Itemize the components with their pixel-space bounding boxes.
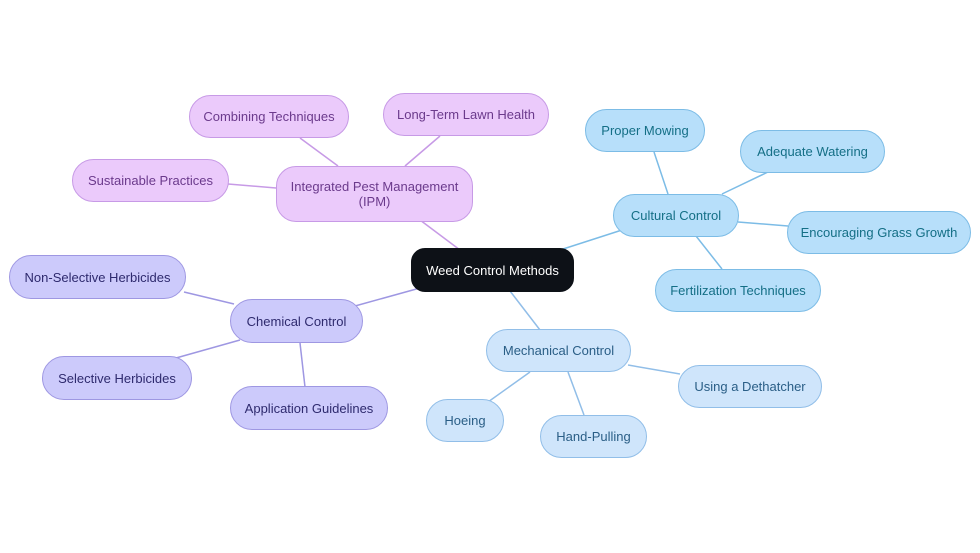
edge-chemical-selective <box>175 339 241 359</box>
leaf-sustainable-practices[interactable]: Sustainable Practices <box>72 159 229 202</box>
leaf-proper-mowing[interactable]: Proper Mowing <box>585 109 705 152</box>
edge-mechanical-handpulling <box>567 371 585 416</box>
leaf-using-a-dethatcher[interactable]: Using a Dethatcher <box>678 365 822 408</box>
edge-ipm-longterm <box>404 135 441 167</box>
root-node[interactable]: Weed Control Methods <box>411 248 574 292</box>
edge-chemical-application <box>299 342 306 388</box>
leaf-application-guidelines[interactable]: Application Guidelines <box>230 386 388 430</box>
edge-root-cultural <box>559 229 623 251</box>
leaf-hoeing[interactable]: Hoeing <box>426 399 504 442</box>
branch-mechanical-control[interactable]: Mechanical Control <box>486 329 631 372</box>
edge-mechanical-dethatcher <box>627 364 681 375</box>
branch-chemical-control[interactable]: Chemical Control <box>230 299 363 343</box>
leaf-adequate-watering[interactable]: Adequate Watering <box>740 130 885 173</box>
edge-cultural-watering <box>721 171 769 195</box>
leaf-non-selective-herbicides[interactable]: Non-Selective Herbicides <box>9 255 186 299</box>
leaf-combining-techniques[interactable]: Combining Techniques <box>189 95 349 138</box>
edge-chemical-nonselective <box>183 291 235 305</box>
leaf-fertilization-techniques[interactable]: Fertilization Techniques <box>655 269 821 312</box>
edge-root-chemical <box>354 287 421 307</box>
branch-cultural-control[interactable]: Cultural Control <box>613 194 739 237</box>
edge-mechanical-hoeing <box>487 371 531 403</box>
leaf-long-term-lawn-health[interactable]: Long-Term Lawn Health <box>383 93 549 136</box>
branch-ipm[interactable]: Integrated Pest Management (IPM) <box>276 166 473 222</box>
edge-root-ipm <box>419 219 461 251</box>
edge-ipm-sustainable <box>227 183 277 189</box>
edge-cultural-mowing <box>653 151 669 195</box>
edge-ipm-combining <box>299 137 339 167</box>
leaf-hand-pulling[interactable]: Hand-Pulling <box>540 415 647 458</box>
edge-root-mechanical <box>509 290 541 331</box>
leaf-selective-herbicides[interactable]: Selective Herbicides <box>42 356 192 400</box>
leaf-encouraging-grass-growth[interactable]: Encouraging Grass Growth <box>787 211 971 254</box>
edge-cultural-grass <box>737 221 789 227</box>
edge-cultural-fert <box>695 235 723 270</box>
